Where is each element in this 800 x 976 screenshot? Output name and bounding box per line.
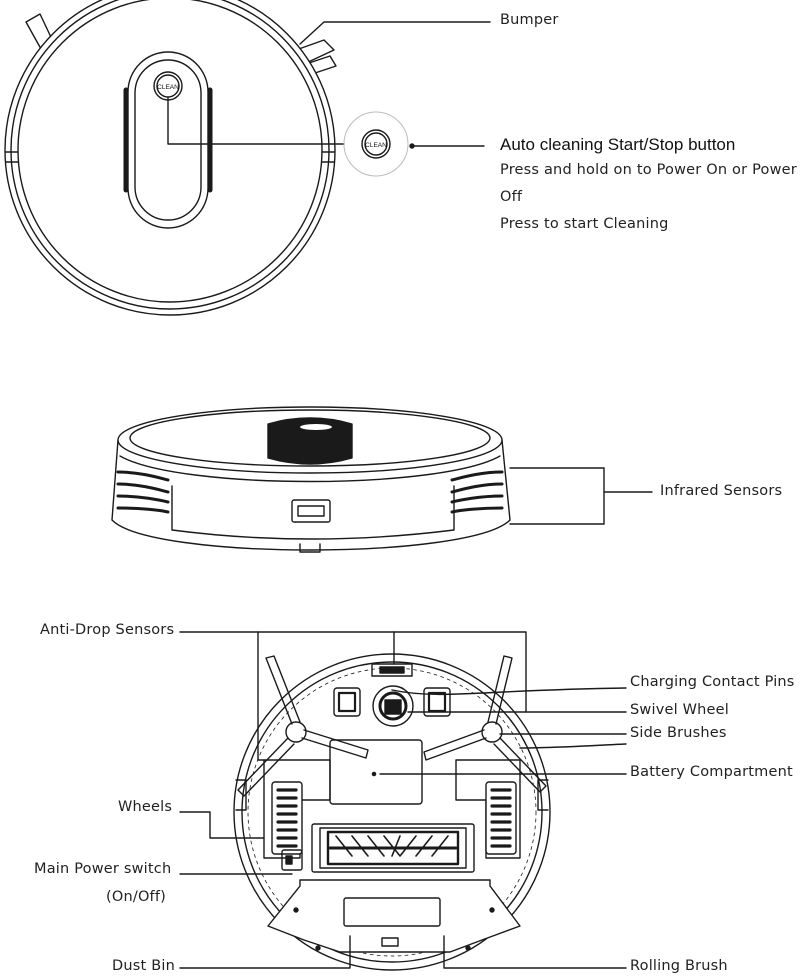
power-switch-sub-label: (On/Off) — [106, 889, 167, 905]
bumper-label: Bumper — [500, 12, 559, 28]
robot-bottom-view — [179, 631, 627, 971]
side-brush-left — [237, 655, 369, 797]
wheel-left — [271, 781, 303, 855]
wheels-label: Wheels — [118, 799, 173, 815]
swivel-wheel-label: Swivel Wheel — [630, 702, 730, 718]
wheel-right — [485, 781, 517, 855]
button-desc-line3: Press to start Cleaning — [500, 216, 669, 232]
button-desc-line1: Press and hold on to Power On or Power — [500, 162, 797, 178]
side-brush-right — [423, 655, 547, 793]
charging-pin-left — [333, 687, 361, 717]
clean-text-top: CLEAN — [157, 84, 179, 91]
dust-bin-label: Dust Bin — [112, 958, 175, 974]
button-title: Auto cleaning Start/Stop button — [500, 135, 736, 154]
anti-drop-sensors-label: Anti-Drop Sensors — [40, 622, 175, 638]
swivel-wheel — [372, 685, 414, 727]
infrared-sensors-label: Infrared Sensors — [660, 483, 783, 499]
rolling-brush-label: Rolling Brush — [630, 958, 728, 974]
button-desc-line2: Off — [500, 189, 523, 205]
charging-pin-right — [423, 687, 451, 717]
dust-bin — [267, 879, 521, 953]
main-power-switch-label: Main Power switch — [34, 861, 172, 877]
charging-pins-label: Charging Contact Pins — [630, 674, 795, 690]
battery-compartment-label: Battery Compartment — [630, 764, 793, 780]
robot-top-view — [4, 0, 491, 316]
robot-side-view — [111, 406, 653, 553]
clean-text-zoom: CLEAN — [365, 142, 387, 149]
power-switch — [281, 849, 303, 871]
clean-button-zoom — [343, 111, 409, 177]
side-brushes-label: Side Brushes — [630, 725, 727, 741]
